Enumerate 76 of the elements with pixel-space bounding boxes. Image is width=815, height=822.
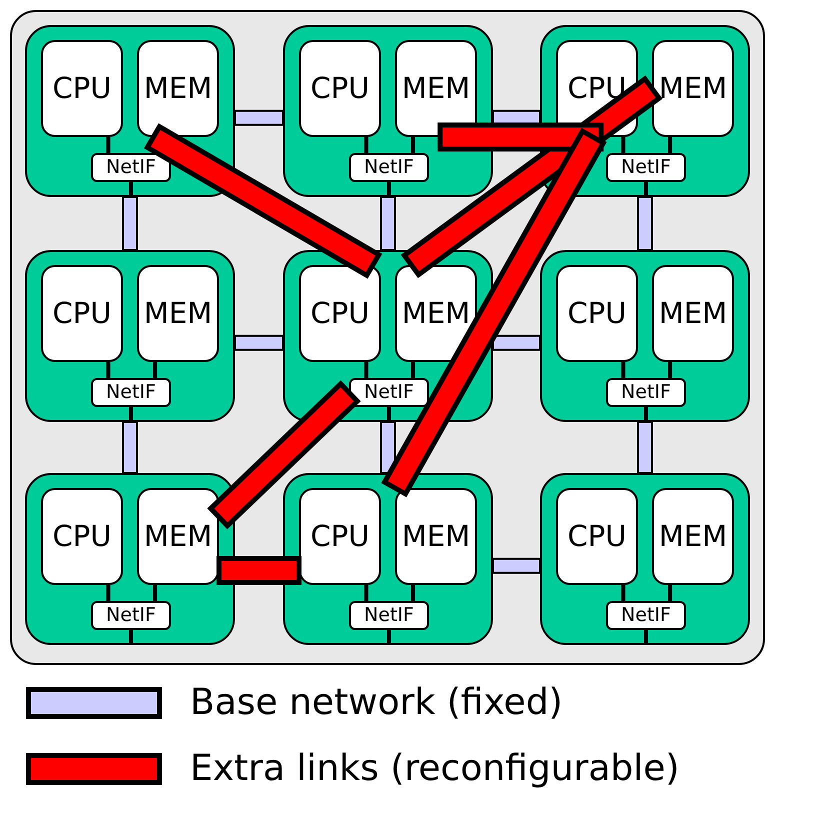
base-link	[380, 421, 396, 474]
connector-line	[387, 182, 391, 197]
base-link	[637, 196, 653, 251]
connector-line	[668, 137, 672, 153]
tile-box	[25, 250, 235, 422]
memory-box: MEM	[652, 265, 734, 362]
network-interface-box: NetIF	[349, 378, 429, 407]
extra-link	[216, 556, 302, 585]
memory-box: MEM	[395, 488, 477, 585]
memory-box: MEM	[137, 488, 219, 585]
network-interface-box: NetIF	[91, 153, 171, 182]
connector-line	[411, 585, 416, 601]
connector-line	[668, 362, 672, 378]
base-link	[234, 110, 284, 126]
connector-line	[364, 137, 368, 153]
cpu-box: CPU	[299, 488, 381, 585]
connector-line	[129, 182, 133, 197]
connector-line	[153, 585, 158, 601]
connector-line	[106, 585, 110, 601]
connector-line	[129, 407, 133, 422]
memory-box: MEM	[652, 40, 734, 137]
chip-panel	[10, 10, 765, 665]
tile-box	[283, 25, 493, 197]
base-link	[492, 558, 541, 574]
cpu-box: CPU	[299, 265, 381, 362]
network-interface-box: NetIF	[349, 601, 429, 630]
network-interface-box: NetIF	[606, 153, 686, 182]
legend-label: Extra links (reconfigurable)	[190, 751, 680, 787]
base-link	[492, 334, 541, 351]
cpu-box: CPU	[41, 40, 123, 137]
cpu-box: CPU	[299, 40, 381, 137]
extra-link	[438, 122, 604, 152]
network-interface-box: NetIF	[606, 378, 686, 407]
connector-line	[387, 407, 391, 422]
base-link	[234, 334, 284, 351]
extra-link	[207, 380, 361, 530]
cpu-box: CPU	[41, 488, 123, 585]
connector-line	[106, 137, 110, 153]
connector-line	[364, 585, 368, 601]
tile-box	[283, 473, 493, 645]
tile-box	[25, 473, 235, 645]
connector-line	[644, 407, 648, 422]
connector-line	[644, 182, 648, 197]
base-link	[637, 421, 653, 474]
connector-line	[668, 585, 672, 601]
connector-line	[106, 362, 110, 378]
extra-link	[144, 123, 382, 279]
connector-line	[621, 137, 626, 153]
memory-box: MEM	[395, 40, 477, 137]
tile-box	[540, 473, 750, 645]
tile-box	[540, 250, 750, 422]
memory-box: MEM	[137, 265, 219, 362]
base-link	[122, 196, 138, 251]
connector-line	[153, 362, 158, 378]
cpu-box: CPU	[556, 488, 638, 585]
base-link	[122, 421, 138, 474]
connector-line	[621, 362, 626, 378]
base-link	[380, 196, 396, 251]
connector-line	[387, 630, 391, 645]
network-interface-box: NetIF	[606, 601, 686, 630]
memory-box: MEM	[652, 488, 734, 585]
connector-line	[644, 630, 648, 645]
connector-line	[411, 362, 416, 378]
connector-line	[364, 362, 368, 378]
cpu-box: CPU	[41, 265, 123, 362]
extra-link	[381, 128, 607, 498]
connector-line	[411, 137, 416, 153]
memory-box: MEM	[137, 40, 219, 137]
connector-line	[129, 630, 133, 645]
connector-line	[621, 585, 626, 601]
legend-label: Base network (fixed)	[190, 685, 563, 721]
network-interface-box: NetIF	[91, 601, 171, 630]
cpu-box: CPU	[556, 265, 638, 362]
tile-box	[25, 25, 235, 197]
network-interface-box: NetIF	[91, 378, 171, 407]
network-interface-box: NetIF	[349, 153, 429, 182]
